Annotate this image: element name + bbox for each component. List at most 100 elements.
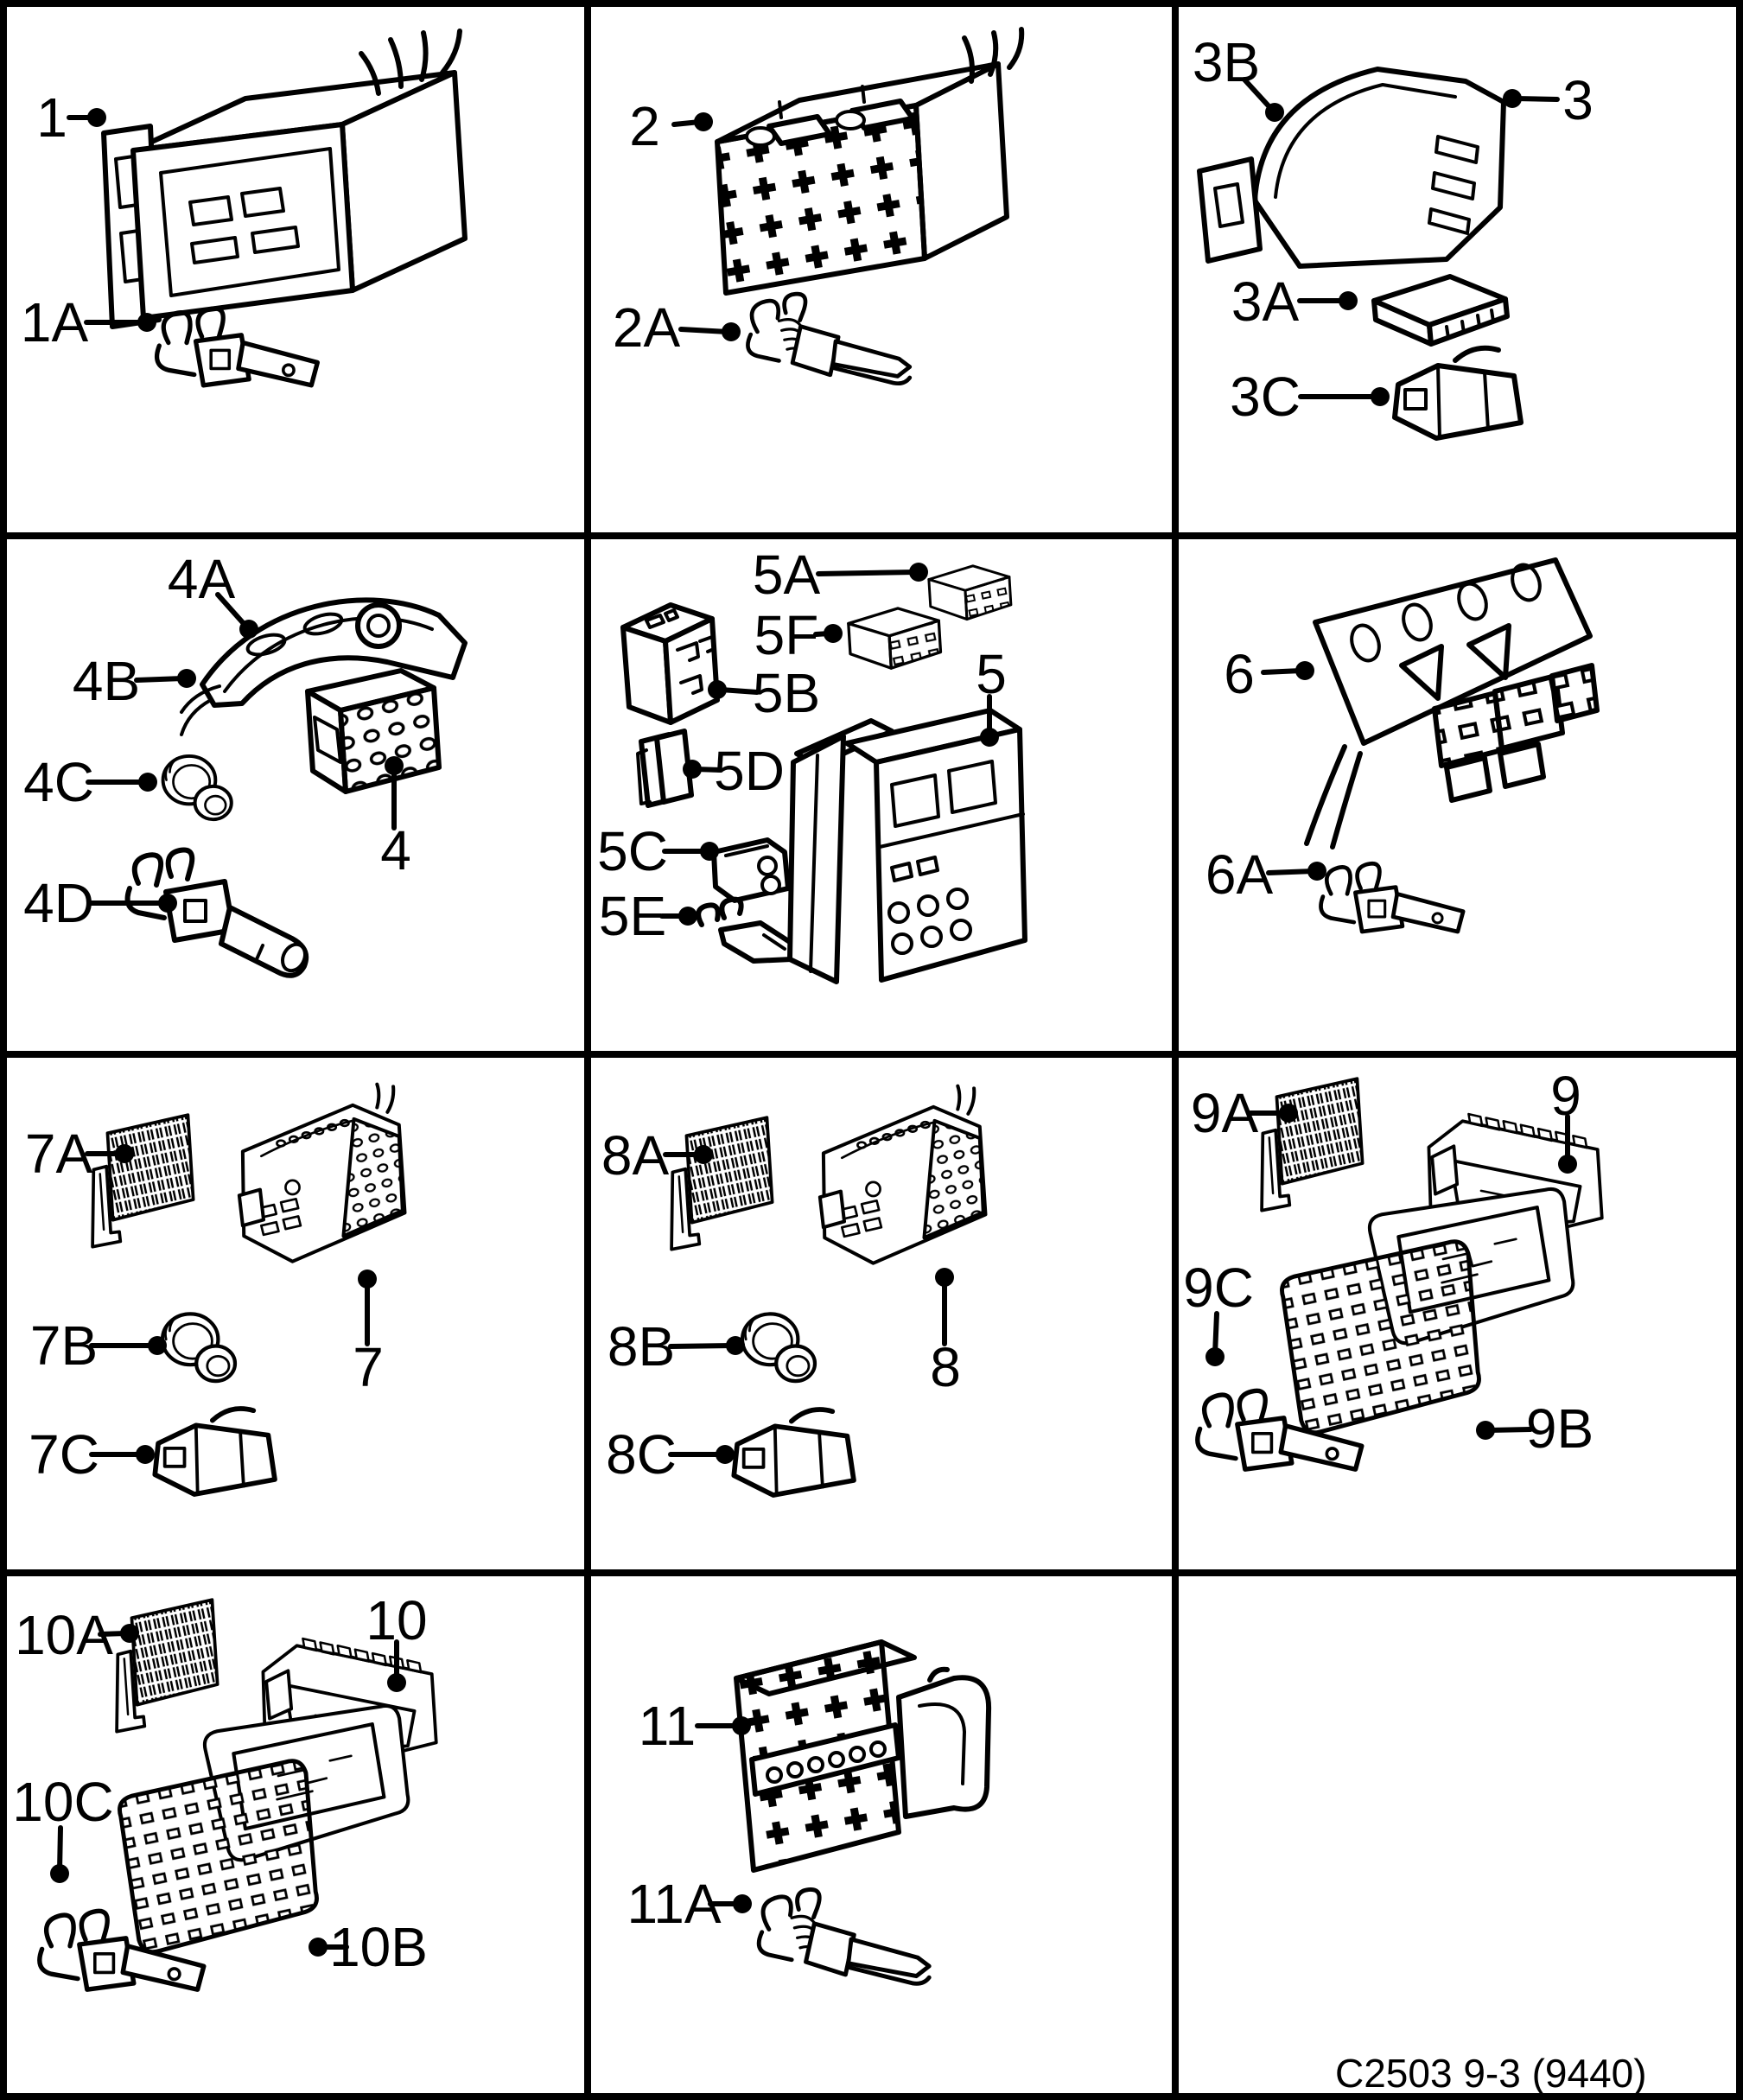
callout-7: 7 bbox=[353, 1336, 384, 1398]
leader-dot bbox=[1205, 1347, 1225, 1366]
callout-7B: 7B bbox=[30, 1314, 98, 1377]
callout-4D: 4D bbox=[23, 872, 94, 934]
callout-5: 5 bbox=[976, 643, 1007, 705]
leader-dot bbox=[387, 1673, 406, 1692]
leader-dot bbox=[732, 1716, 751, 1735]
panel-11: 11 11A bbox=[627, 1639, 992, 2093]
leader-dot bbox=[136, 1445, 155, 1464]
leader-line bbox=[1242, 77, 1275, 112]
retainer-8A-drawing bbox=[670, 1116, 774, 1251]
leader-dot bbox=[694, 1145, 713, 1164]
callout-1A: 1A bbox=[21, 291, 89, 353]
leader-dot bbox=[1295, 661, 1314, 680]
terminal-6A-drawing bbox=[1320, 863, 1463, 932]
callout-4: 4 bbox=[380, 819, 411, 881]
connector-4-drawing bbox=[305, 668, 442, 794]
seal-9B-drawing bbox=[1282, 1242, 1479, 1433]
leader-dot bbox=[694, 112, 713, 131]
relay-5B-drawing bbox=[620, 602, 720, 725]
connector-1-drawing bbox=[101, 29, 468, 329]
leader-dot bbox=[909, 563, 928, 582]
callout-5D: 5D bbox=[714, 740, 785, 802]
drawing-code: C2503 9-3 (9440) bbox=[1335, 2051, 1647, 2096]
cover-3-drawing bbox=[1197, 67, 1506, 269]
grid-line-h1 bbox=[0, 532, 1743, 539]
leader-dot bbox=[935, 1268, 954, 1287]
grid-line-h2 bbox=[0, 1051, 1743, 1058]
callout-7A: 7A bbox=[25, 1123, 93, 1185]
leader-line bbox=[718, 687, 760, 695]
leader-dot bbox=[1503, 89, 1522, 108]
seal-10B-drawing bbox=[119, 1761, 316, 1952]
callout-11: 11 bbox=[639, 1695, 696, 1757]
connector-3C-drawing bbox=[1395, 348, 1521, 438]
callout-9: 9 bbox=[1550, 1065, 1581, 1127]
panel-4: 4A 4B 4C 4 4D bbox=[23, 548, 468, 978]
terminal-11A-drawing bbox=[759, 1889, 929, 1983]
terminal-2A-drawing bbox=[747, 294, 909, 384]
callout-10: 10 bbox=[366, 1589, 427, 1651]
leader-line bbox=[1266, 869, 1316, 875]
retainer-7A-drawing bbox=[91, 1113, 195, 1249]
panel-9: 9A 9 9C 9B bbox=[1183, 1065, 1604, 1569]
leader-dot bbox=[1558, 1155, 1577, 1174]
callout-5E: 5E bbox=[599, 885, 666, 947]
panel-3: 3B 3 3A 3C bbox=[1193, 31, 1594, 532]
border-right bbox=[1736, 0, 1743, 2100]
leader-dot bbox=[1476, 1421, 1495, 1440]
connector-5A-drawing bbox=[927, 564, 1013, 621]
callout-4B: 4B bbox=[73, 650, 140, 712]
bracket-6-drawing bbox=[1304, 557, 1600, 850]
callout-6: 6 bbox=[1224, 643, 1255, 705]
panel-5: 5A 5F 5B 5D 5 5C 5E bbox=[597, 544, 1027, 984]
leader-dot bbox=[137, 313, 156, 332]
callout-3A: 3A bbox=[1231, 270, 1300, 333]
callout-1: 1 bbox=[36, 86, 67, 149]
terminal-1A-drawing bbox=[157, 309, 318, 385]
callout-5C: 5C bbox=[597, 820, 668, 882]
leader-dot bbox=[177, 669, 196, 688]
callout-8B: 8B bbox=[608, 1315, 675, 1378]
leader-dot bbox=[115, 1144, 134, 1163]
panel-12 bbox=[1179, 1576, 1736, 2093]
leader-dot bbox=[120, 1624, 139, 1643]
leader-dot bbox=[50, 1864, 69, 1883]
housing-5-drawing bbox=[787, 708, 1027, 984]
leader-dot bbox=[309, 1938, 328, 1957]
callout-9C: 9C bbox=[1183, 1257, 1254, 1319]
callout-5B: 5B bbox=[753, 662, 820, 724]
leader-line bbox=[816, 570, 918, 576]
callout-10B: 10B bbox=[329, 1916, 428, 1978]
terminal-5E-drawing bbox=[696, 896, 798, 964]
retainer-10A-drawing bbox=[115, 1598, 219, 1734]
connector-7-drawing bbox=[239, 1085, 405, 1262]
callout-6A: 6A bbox=[1205, 843, 1274, 906]
leader-dot bbox=[239, 620, 258, 639]
connector-5C-drawing bbox=[711, 837, 791, 903]
leader-line bbox=[215, 592, 249, 629]
retainer-5D-drawing bbox=[636, 729, 694, 808]
callout-3B: 3B bbox=[1193, 31, 1260, 93]
callout-10C: 10C bbox=[12, 1771, 113, 1833]
callout-4A: 4A bbox=[168, 548, 236, 610]
callout-2: 2 bbox=[629, 95, 660, 157]
leader-dot bbox=[726, 1336, 745, 1355]
leader-line bbox=[678, 327, 730, 334]
leader-dot bbox=[358, 1270, 377, 1289]
panel-1: 1 1A bbox=[21, 29, 468, 532]
callout-8C: 8C bbox=[606, 1423, 677, 1486]
leader-dot bbox=[722, 322, 741, 341]
leader-line bbox=[1486, 1427, 1533, 1433]
leader-dot bbox=[1265, 103, 1284, 122]
leader-line bbox=[134, 676, 186, 683]
panel-6: 6 6A bbox=[1205, 557, 1600, 1051]
callout-2A: 2A bbox=[613, 296, 681, 359]
callout-9A: 9A bbox=[1191, 1082, 1259, 1144]
leader-dot bbox=[1339, 291, 1358, 310]
connector-11-drawing bbox=[734, 1639, 992, 1873]
callout-8A: 8A bbox=[601, 1124, 670, 1187]
seal-7B-drawing bbox=[162, 1314, 235, 1381]
leader-dot bbox=[148, 1336, 167, 1355]
leader-dot bbox=[700, 842, 719, 861]
